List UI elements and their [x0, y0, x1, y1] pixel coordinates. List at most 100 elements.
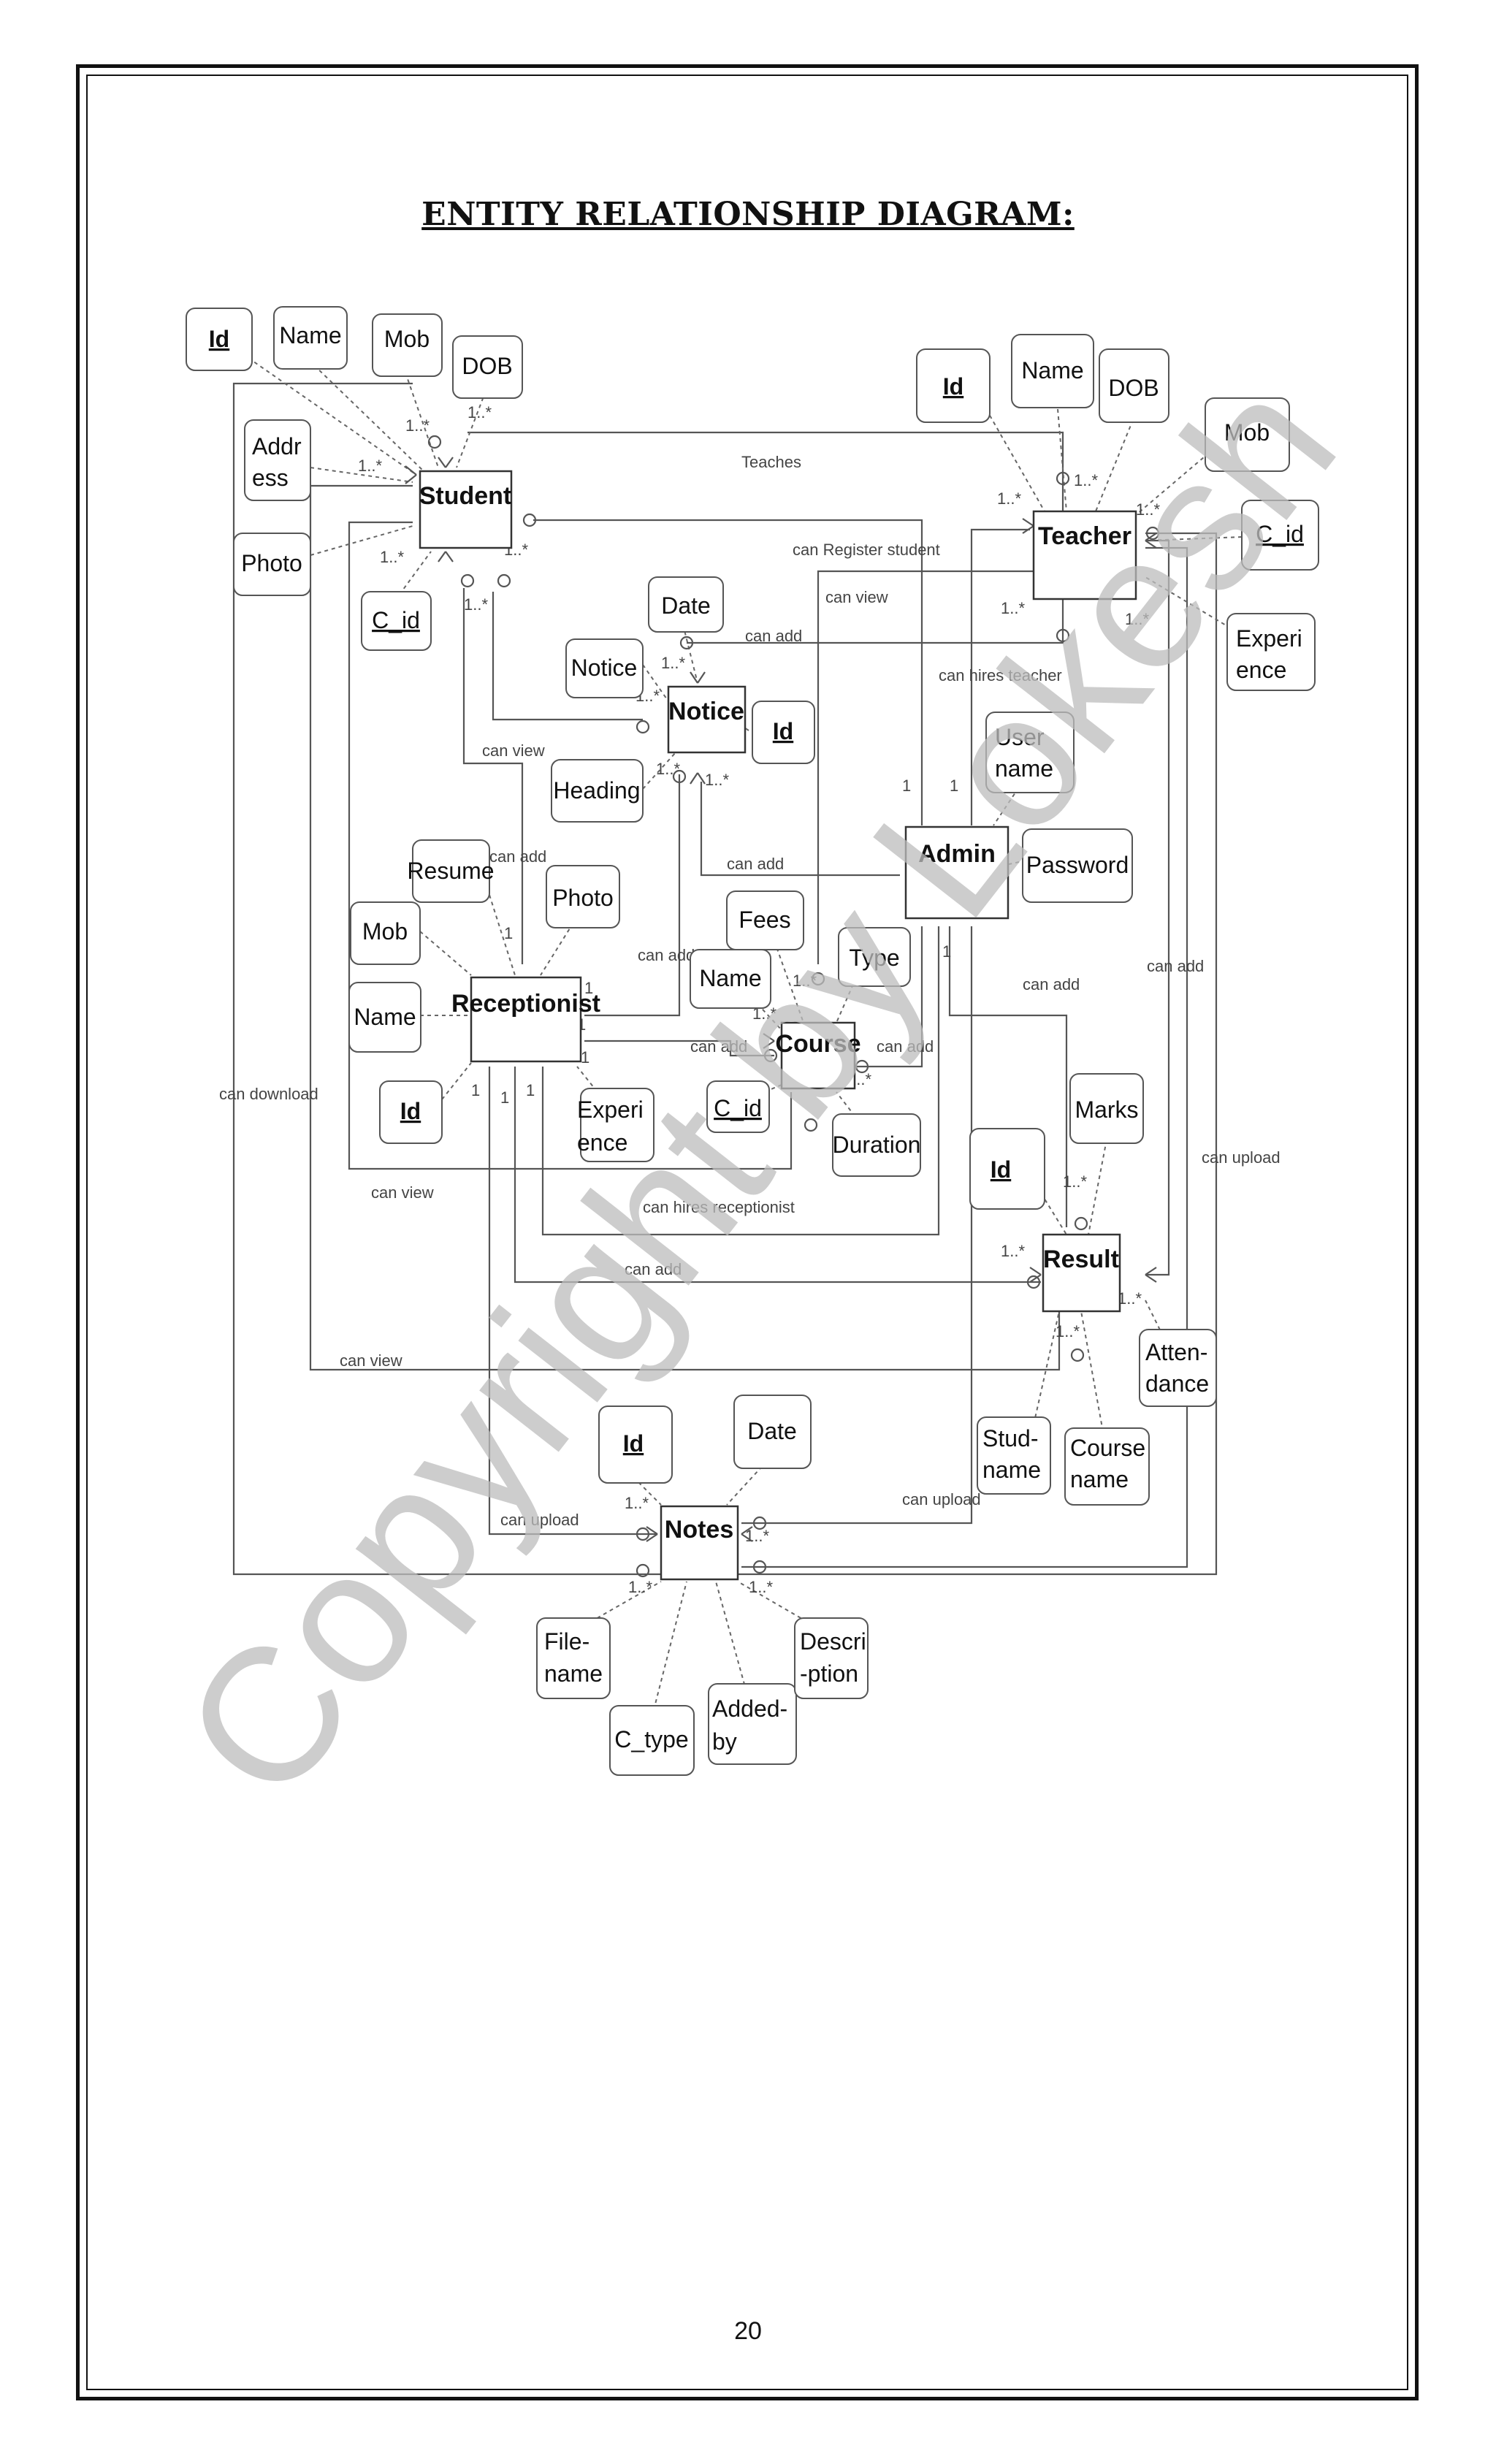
rel-label-can-add: can add [727, 855, 784, 873]
cardinality-label: 1..* [464, 595, 488, 614]
attr-student-dob: DOB [452, 335, 523, 399]
cardinality-label: 1..* [1056, 1322, 1080, 1340]
svg-text:Id: Id [991, 1156, 1011, 1183]
entity-notice: Notice [667, 685, 747, 754]
attr-notice-notice: Notice [565, 638, 644, 698]
svg-text:Fees: Fees [739, 907, 790, 933]
attr-notice-date: Date [648, 576, 724, 633]
rel-label-can-view: can view [825, 588, 888, 606]
attr-receptionist-photo: Photo [546, 865, 620, 928]
entity-label: Student [419, 482, 512, 510]
attr-student-mob: Mob [372, 313, 443, 377]
svg-text:Name: Name [354, 1004, 416, 1030]
relationship-labels: Teaches can Register student can view ca… [219, 453, 1281, 1529]
cardinality-label: 1..* [625, 1494, 649, 1512]
svg-text:ess: ess [252, 465, 289, 491]
svg-text:name: name [982, 1457, 1041, 1483]
attr-notes-addedby: Added-by [708, 1683, 797, 1765]
attr-receptionist-mob: Mob [350, 901, 421, 965]
cardinality-label: 1..* [358, 457, 382, 475]
svg-text:Mob: Mob [384, 326, 430, 352]
svg-text:ence: ence [1236, 657, 1286, 683]
entity-label: Teacher [1038, 522, 1131, 550]
page-number: 20 [734, 2317, 762, 2345]
svg-text:DOB: DOB [1108, 375, 1159, 401]
cardinality-label: 1 [942, 942, 951, 961]
svg-text:name: name [544, 1660, 603, 1687]
rel-label-can-add: can add [1147, 957, 1204, 975]
attr-student-photo: Photo [233, 533, 311, 596]
entities: Student Teacher Notice Admin Receptionis… [419, 470, 1137, 1581]
svg-text:Id: Id [209, 326, 229, 352]
rel-label-can-upload: can upload [1202, 1148, 1281, 1167]
svg-text:Heading: Heading [553, 777, 640, 804]
attr-admin-password: Password [1022, 828, 1133, 903]
entity-label: Notes [665, 1516, 733, 1544]
svg-text:Marks: Marks [1075, 1096, 1138, 1123]
svg-text:Experi: Experi [577, 1096, 644, 1123]
cardinality-label: 1 [471, 1081, 480, 1099]
svg-text:Date: Date [661, 592, 711, 619]
svg-text:C_type: C_type [614, 1726, 688, 1752]
cardinality-label: 1..* [1136, 500, 1160, 519]
svg-text:Duration: Duration [833, 1132, 921, 1158]
attr-student-cid: C_id [361, 591, 432, 651]
attr-result-marks: Marks [1069, 1073, 1144, 1144]
attr-notes-id: Id [598, 1405, 673, 1484]
svg-text:Mob: Mob [362, 918, 408, 945]
attr-student-id: Id [186, 308, 253, 371]
svg-text:name: name [1070, 1466, 1129, 1492]
attr-teacher-dob: DOB [1099, 348, 1169, 423]
entity-notes: Notes [660, 1505, 739, 1581]
svg-text:C_id: C_id [1256, 521, 1304, 547]
attr-receptionist-name: Name [348, 982, 421, 1053]
attr-teacher-mob: Mob [1205, 397, 1290, 472]
page-title: ENTITY RELATIONSHIP DIAGRAM: [421, 196, 1075, 233]
svg-text:File-: File- [544, 1628, 589, 1655]
svg-text:DOB: DOB [462, 353, 512, 379]
rel-label-can-hires-teacher: can hires teacher [939, 666, 1062, 684]
rel-label-can-upload: can upload [500, 1511, 579, 1529]
attr-receptionist-id: Id [379, 1080, 443, 1144]
entity-label: Notice [668, 698, 744, 725]
cardinality-label: 1..* [1001, 599, 1025, 617]
svg-text:Id: Id [943, 373, 963, 400]
rel-label-can-hires-receptionist: can hires receptionist [643, 1198, 795, 1216]
rel-label-teaches: Teaches [741, 453, 801, 471]
cardinality-label: 1..* [380, 548, 404, 566]
entity-label: Receptionist [451, 990, 600, 1018]
svg-text:Atten-: Atten- [1145, 1339, 1207, 1365]
entity-label: Admin [918, 840, 996, 868]
cardinality-label: 1 [950, 777, 958, 795]
attr-notes-ctype: C_type [609, 1705, 695, 1776]
watermark: Copyright by Lokesh [143, 342, 1376, 1837]
svg-text:by: by [712, 1728, 737, 1755]
cardinality-label: 1 [500, 1088, 509, 1107]
page-border-inner [86, 75, 1408, 2390]
svg-text:Id: Id [400, 1098, 421, 1124]
svg-text:Photo: Photo [552, 885, 614, 911]
entity-admin: Admin [904, 825, 1010, 920]
cardinality-label: 1..* [997, 489, 1021, 508]
rel-label-can-add: can add [1023, 975, 1080, 993]
svg-text:-ption: -ption [800, 1660, 858, 1687]
svg-text:dance: dance [1145, 1370, 1209, 1397]
entity-label: Result [1043, 1246, 1119, 1273]
svg-text:Name: Name [1021, 357, 1083, 384]
attr-teacher-cid: C_id [1241, 500, 1319, 571]
svg-text:Resume: Resume [407, 858, 494, 884]
cardinality-label: 1 [902, 777, 911, 795]
attr-notes-date: Date [733, 1395, 812, 1469]
cardinality-label: 1..* [656, 760, 680, 778]
svg-text:Stud-: Stud- [982, 1425, 1038, 1452]
svg-text:Type: Type [849, 945, 899, 971]
attr-result-id: Id [969, 1128, 1045, 1210]
rel-label-can-view: can view [340, 1351, 402, 1370]
attr-teacher-id: Id [916, 348, 991, 423]
